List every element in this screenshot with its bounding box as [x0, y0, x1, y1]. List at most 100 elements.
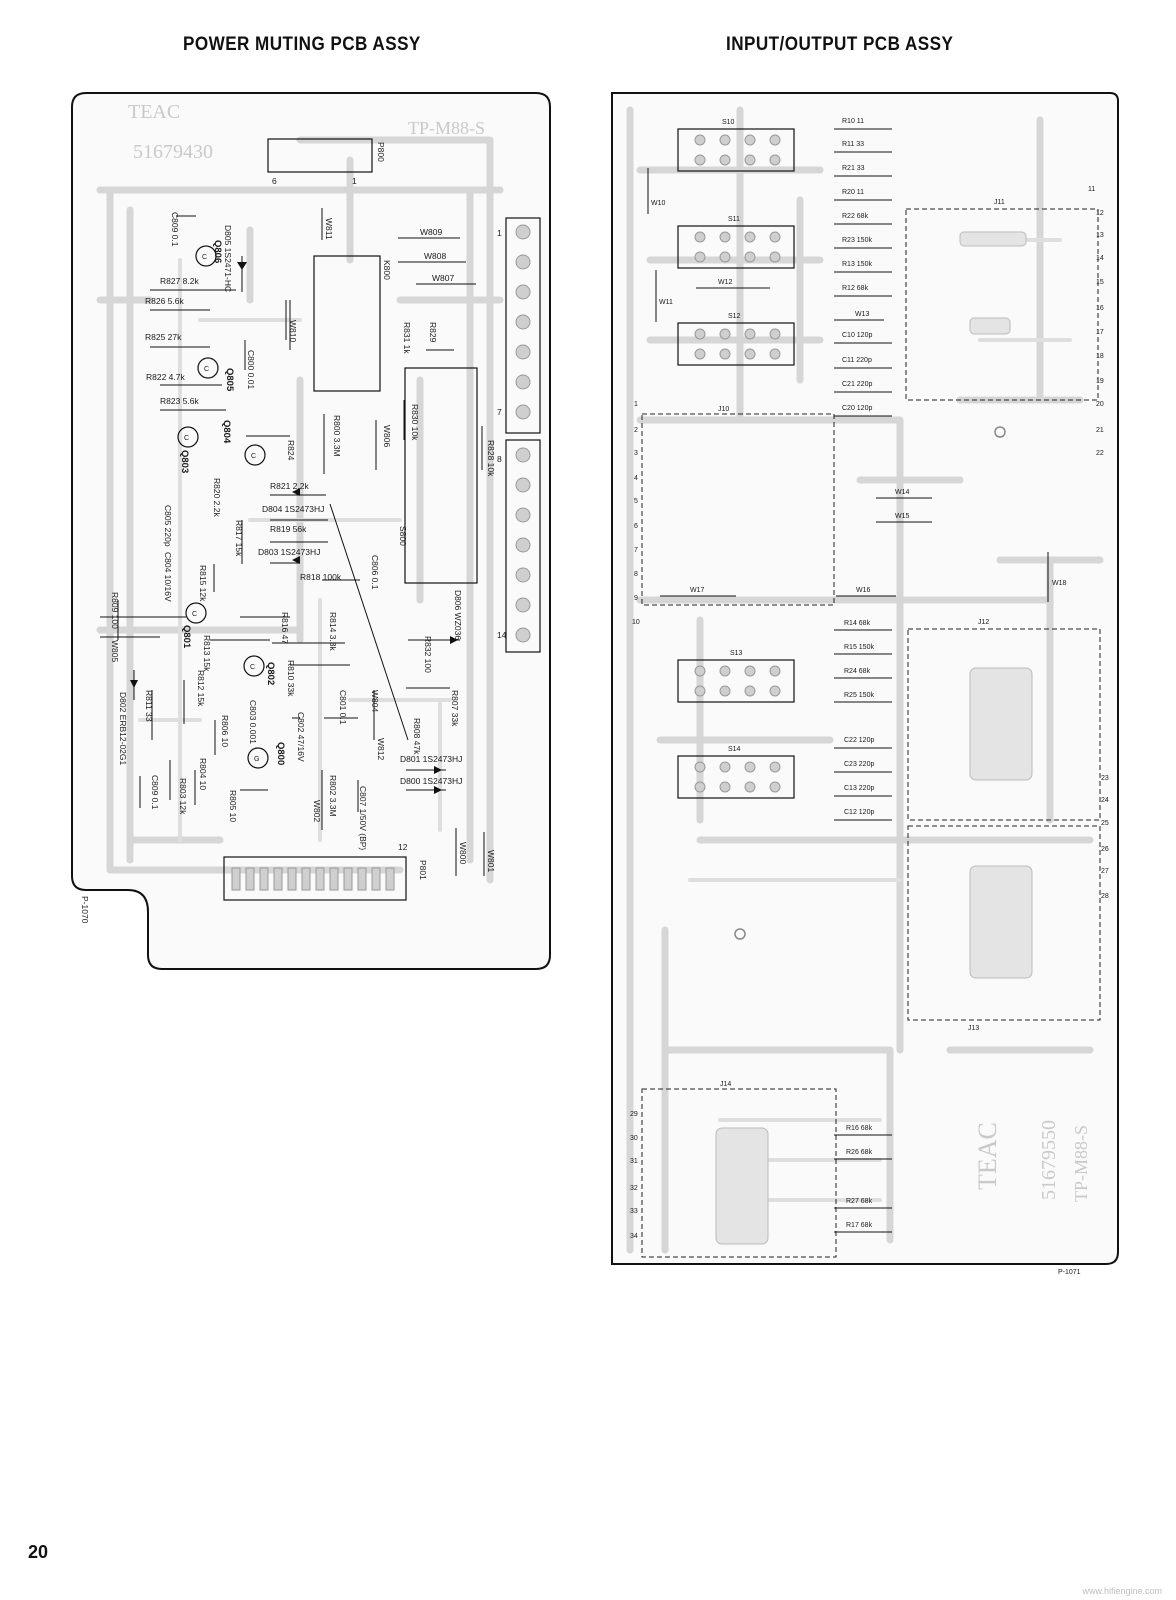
r829-label: R829	[428, 322, 438, 343]
svg-text:12: 12	[1096, 210, 1104, 217]
svg-text:4: 4	[634, 475, 638, 482]
r803-label: R803 12k	[178, 778, 188, 815]
d801-label: D801 1S2473HJ	[400, 754, 462, 764]
q800-label: Q800	[275, 742, 286, 765]
r830-label: R830 10k	[410, 404, 420, 441]
svg-text:19: 19	[1096, 378, 1104, 385]
r810-label: R810 33k	[286, 660, 296, 697]
left-model-ghost: TP-M88-S	[408, 118, 485, 138]
jack-j10	[641, 413, 835, 606]
r808-label: R808 47k	[412, 718, 422, 755]
part-r21: R21 33	[842, 165, 865, 172]
s800-switch	[404, 367, 478, 584]
transistor-q800: G	[247, 747, 269, 769]
transistor-q806: C	[195, 245, 217, 267]
left-partno-ghost: 51679430	[133, 141, 213, 163]
svg-text:32: 32	[630, 1185, 638, 1192]
r822-label: R822 4.7k	[146, 372, 185, 382]
q803-label: Q803	[179, 450, 190, 473]
p800-label: P800	[376, 142, 386, 162]
svg-text:27: 27	[1101, 868, 1109, 875]
part-r10: R10 11	[842, 118, 864, 125]
right-model-ghost: TP-M88-S	[1071, 1125, 1091, 1202]
q802-label: Q802	[265, 662, 276, 685]
s12-label: S12	[728, 313, 741, 320]
c804-label: C804 10/16V	[163, 552, 173, 602]
edge-connector-upper	[505, 217, 541, 434]
edge-pin7: 7	[497, 407, 502, 417]
w807-label: W807	[432, 273, 454, 283]
s13-label: S13	[730, 650, 743, 657]
r820-label: R820 2.2k	[212, 478, 222, 517]
svg-text:25: 25	[1101, 820, 1109, 827]
part-r13: R13 150k	[842, 261, 872, 268]
part-r26: R26 68k	[846, 1149, 873, 1156]
jack-j11	[905, 208, 1099, 401]
cap-c12: C12 120p	[844, 809, 874, 816]
part-r20: R20 11	[842, 189, 864, 196]
edge-pin1: 1	[497, 228, 502, 238]
w13-label: W13	[855, 311, 870, 318]
r813-label: R813 15k	[202, 635, 212, 672]
edge-connector-lower	[505, 439, 541, 653]
svg-text:31: 31	[630, 1158, 638, 1165]
w16-label: W16	[856, 587, 871, 594]
r827-label: R827 8.2k	[160, 276, 199, 286]
j11-label: J11	[994, 199, 1005, 206]
svg-text:3: 3	[634, 450, 638, 457]
svg-text:16: 16	[1096, 305, 1104, 312]
watermark: www.hifiengine.com	[1082, 1586, 1162, 1596]
transistor-q802: C	[243, 655, 265, 677]
transistor-q801: C	[185, 602, 207, 624]
c800-label: C800 0.01	[246, 350, 256, 389]
w11-label: W11	[659, 299, 673, 306]
r832-label: R832 100	[423, 636, 433, 673]
d803-label: D803 1S2473HJ	[258, 547, 320, 557]
svg-text:10: 10	[632, 619, 640, 626]
q806-label: Q806	[212, 240, 223, 263]
r826-label: R826 5.6k	[145, 296, 184, 306]
svg-text:6: 6	[634, 523, 638, 530]
r828-label: R828 10k	[486, 440, 496, 477]
left-brand-ghost: TEAC	[128, 101, 180, 123]
svg-text:C: C	[250, 664, 255, 671]
k800-label: K800	[382, 260, 392, 280]
svg-text:1: 1	[634, 401, 638, 408]
right-pcb-code: P-1071	[1058, 1269, 1081, 1276]
switch-s14	[677, 755, 795, 799]
w806-label: W806	[382, 425, 392, 447]
jack-j12	[907, 628, 1101, 821]
w810-label: W810	[288, 320, 298, 342]
w805-label: W805	[110, 640, 120, 662]
cap-c22: C22 120p	[844, 737, 874, 744]
d802-label: D802 ERB12-02G1	[118, 692, 128, 766]
svg-text:C: C	[192, 611, 197, 618]
svg-text:34: 34	[630, 1233, 638, 1240]
d805-label: D805 1S2471-HC	[223, 225, 233, 292]
pins-bottom-left: 29 30 31 32 33 34	[630, 1111, 638, 1240]
p800-pin1: 1	[352, 176, 357, 186]
w801-label: W801	[486, 850, 496, 872]
w808-label: W808	[424, 251, 446, 261]
part-r22: R22 68k	[842, 213, 869, 220]
c801-label: C801 0.1	[338, 690, 348, 725]
part-r14: R14 68k	[844, 620, 871, 627]
d800-label: D800 1S2473HJ	[400, 776, 462, 786]
svg-text:5: 5	[634, 498, 638, 505]
r805-label: R805 10	[228, 790, 238, 822]
w12-label: W12	[718, 279, 733, 286]
r814-label: R814 3.3k	[328, 612, 338, 651]
svg-text:9: 9	[634, 595, 638, 602]
svg-text:8: 8	[634, 571, 638, 578]
switch-s13	[677, 659, 795, 703]
w10-label: W10	[651, 200, 666, 207]
q804-label: Q804	[221, 420, 232, 444]
w812-label: W812	[376, 738, 386, 760]
c803-label: C803 0.001	[248, 700, 258, 744]
svg-text:33: 33	[630, 1208, 638, 1215]
edge-pads	[515, 224, 531, 643]
s11-label: S11	[728, 216, 740, 223]
r815-label: R815 12k	[198, 565, 208, 602]
w802-label: W802	[312, 800, 322, 822]
